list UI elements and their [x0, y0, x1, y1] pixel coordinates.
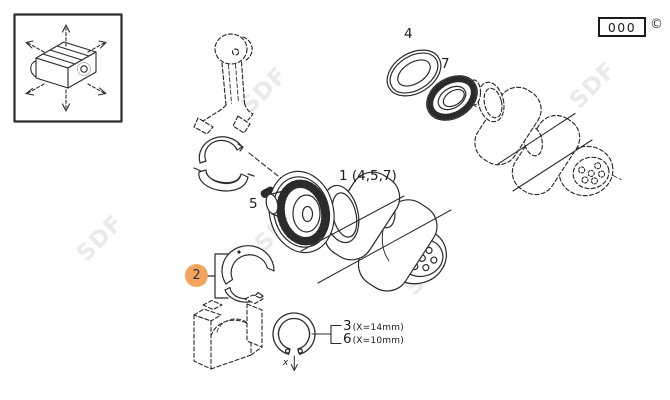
connecting-rod-drawing — [193, 33, 254, 135]
timing-gear-drawing — [426, 75, 478, 121]
page-code-box: 000 — [598, 17, 646, 37]
callout-part-2-highlighted[interactable]: 2 — [185, 264, 208, 287]
callout-part-6[interactable]: 6 (X=10mm) — [343, 330, 404, 347]
break-lines — [497, 112, 593, 192]
part-6-label: 6 — [343, 330, 352, 347]
callout-group-1[interactable]: 1 (4,5,7) — [339, 168, 397, 184]
copyright-icon: © — [650, 17, 663, 32]
callout-part-5[interactable]: 5 — [249, 196, 258, 212]
crankshaft-front-drawing — [265, 170, 452, 292]
callout-part-7[interactable]: 7 — [441, 56, 450, 72]
callout-part-3[interactable]: 3 (X=14mm) — [343, 318, 404, 334]
dimension-x-marker: x — [283, 358, 289, 368]
rod-bearing-shells-drawing — [193, 136, 255, 192]
bearing-cap-ghost-drawing — [193, 294, 264, 370]
direction-arrows — [27, 27, 105, 109]
callout-part-4[interactable]: 4 — [404, 26, 413, 42]
snap-ring-drawing — [272, 312, 342, 371]
part-3-label: 3 — [343, 318, 352, 334]
callout-bracket — [311, 324, 342, 345]
dimension-arrow — [290, 355, 298, 371]
leader-line — [248, 152, 293, 188]
break-lines — [300, 195, 452, 284]
orientation-thumbnail — [13, 13, 123, 123]
part-2-label: 2 — [192, 268, 201, 283]
part-6-dimension: (X=10mm) — [352, 335, 404, 346]
part-3-dimension: (X=14mm) — [352, 323, 404, 333]
page-code: 000 — [607, 19, 637, 35]
main-bearing-shells-drawing — [205, 245, 275, 303]
oil-seal-drawing — [386, 49, 442, 97]
